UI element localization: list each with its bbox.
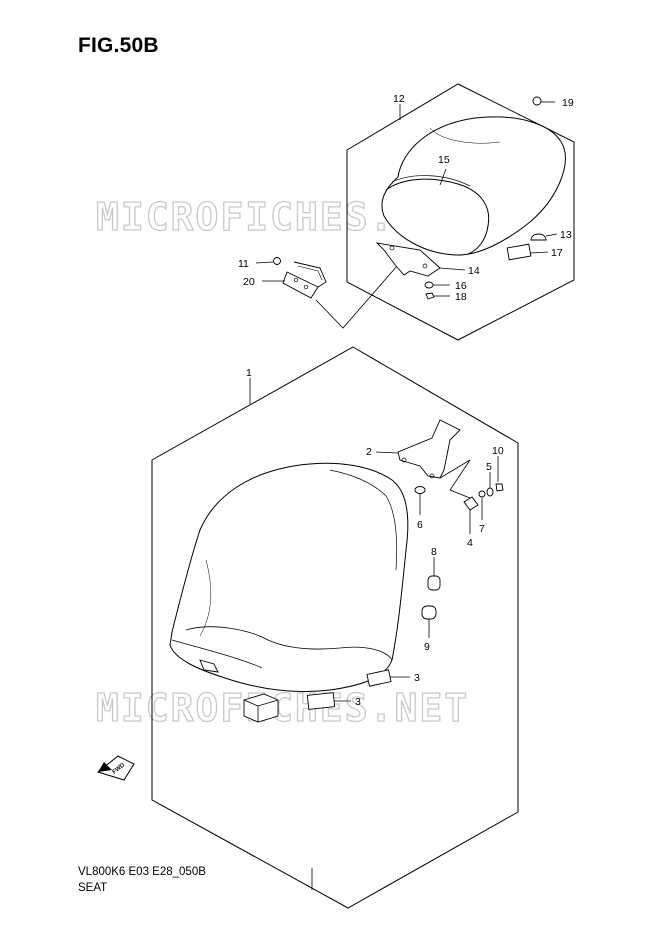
collar-7 [478, 490, 486, 498]
damper-box [243, 693, 279, 723]
callout-19: 19 [562, 97, 574, 109]
cap-nut-13 [530, 233, 558, 241]
clip-3b [306, 692, 351, 710]
nut-4 [463, 496, 479, 511]
bracket-2 [375, 419, 471, 499]
main-seat-1 [169, 462, 409, 693]
callout-16: 16 [455, 280, 467, 292]
nut-10 [495, 483, 504, 492]
cushion-8 [427, 557, 441, 591]
rear-seat-group-outline [346, 83, 575, 341]
nut-18 [425, 292, 435, 300]
handle-bracket-20 [262, 261, 327, 299]
group-connector-line [315, 257, 405, 329]
callout-2: 2 [366, 446, 372, 458]
callout-5: 5 [486, 461, 492, 473]
callout-13: 13 [560, 229, 572, 241]
washer-5 [486, 487, 494, 497]
callout-10: 10 [492, 445, 504, 457]
callout-7: 7 [479, 523, 485, 535]
washer-16 [424, 281, 434, 289]
clip-3a [366, 669, 410, 687]
callout-3b: 3 [355, 696, 361, 708]
bolt-19 [532, 96, 555, 106]
callout-11: 11 [238, 258, 249, 270]
pillion-seat-15 [381, 116, 566, 256]
clip-17 [506, 243, 549, 261]
callout-6: 6 [417, 519, 423, 531]
callout-17: 17 [551, 247, 563, 259]
callout-1: 1 [246, 367, 252, 379]
figure-title: FIG.50B [78, 34, 159, 57]
callout-8: 8 [431, 546, 437, 558]
fwd-arrow-icon: FWD [96, 755, 135, 781]
model-code: VL800K6 E03 E28_050B [78, 866, 206, 878]
callout-15: 15 [438, 154, 450, 166]
callout-3a: 3 [414, 672, 420, 684]
bolt-11 [255, 257, 281, 265]
bracket-14 [375, 242, 466, 277]
watermark-bottom: MICROFICHES.NET [96, 686, 469, 730]
washer-6 [414, 486, 426, 494]
front-seat-group-outline [151, 346, 519, 909]
callout-4: 4 [467, 537, 473, 549]
section-name: SEAT [78, 882, 108, 894]
callout-20: 20 [243, 276, 255, 288]
callout-12: 12 [393, 93, 405, 105]
callout-14: 14 [468, 265, 480, 277]
callout-9: 9 [424, 641, 430, 653]
callout-18: 18 [455, 291, 467, 303]
cushion-9 [421, 605, 437, 638]
